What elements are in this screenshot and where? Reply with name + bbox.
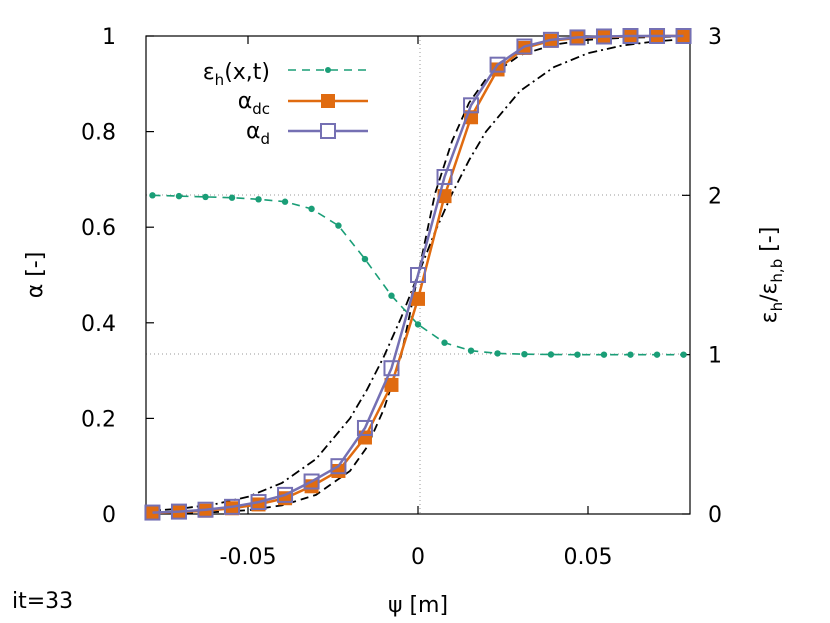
legend-alpha-d-base: α [246,119,261,144]
legend-alpha-d-sub: d [260,130,270,148]
y2-title-tail: [-] [757,227,782,259]
legend-label-alpha-d: αd [246,119,270,148]
x-tick-label: 0 [411,545,425,570]
x-axis-title: ψ [m] [388,593,448,618]
data-point-eps-h [547,351,555,358]
data-point-alpha-d [622,28,639,44]
legend-alpha-dc-base: α [238,89,253,114]
data-point-alpha-d [170,503,187,520]
data-point-eps-h [361,255,369,263]
data-point-eps-h [680,351,687,358]
data-point-eps-h [388,292,395,299]
grid [146,36,690,514]
data-point-eps-h [255,196,262,203]
data-point-alpha-dc [145,506,160,521]
y-tick-label: 0.4 [81,312,116,337]
y-tick-label: 0.8 [81,121,116,146]
data-point-alpha-dc [676,29,691,43]
y2-tick-label: 3 [708,25,722,50]
data-point-alpha-d [250,494,267,511]
data-point-eps-h [228,194,236,201]
legend-eps-sub: h [215,71,225,89]
legend-eps-tail: (x,t) [224,60,270,85]
data-point-alpha-d [675,28,692,44]
data-point-eps-h [574,351,581,358]
legend-swatch-eps-dot [325,67,331,73]
y2-tick-label: 1 [708,344,722,369]
data-point-eps-h [308,205,315,213]
series-line-eps-h [152,194,684,356]
y2-title-mid: /ε [757,283,782,302]
axis-tick-labels: -0.05 0 0.05 0 0.2 0.4 0.6 0.8 1 0 1 2 3 [81,25,722,570]
y-tick-label: 1 [102,25,116,50]
data-point-alpha-dc [411,291,425,306]
data-point-alpha-d [595,28,612,45]
data-point-alpha-d [516,38,533,55]
legend-label-eps: εh(x,t) [203,60,270,89]
data-point-alpha-dc [490,62,505,77]
data-point-eps-h [175,192,183,200]
data-point-eps-h [494,350,501,357]
data-point-eps-h [521,350,528,358]
legend-swatch-alpha-dc-marker [321,94,335,108]
series-line-alpha-d [152,34,684,514]
data-point-alpha-dc [225,501,240,516]
data-point-alpha-d [542,31,559,48]
y2-title-base: ε [757,311,782,323]
data-point-alpha-dc [384,377,399,392]
x-tick-label: 0.05 [564,545,613,570]
legend: εh(x,t) αdc αd [203,60,368,148]
data-point-alpha-d [410,267,426,283]
data-point-eps-h [441,339,448,346]
series-eps-h [149,192,687,358]
data-point-alpha-d [356,419,373,436]
data-point-eps-h [202,193,209,201]
legend-eps-base: ε [203,60,215,85]
data-point-alpha-dc [357,430,372,445]
y2-title-sub1: h [768,302,786,312]
y-tick-label: 0.6 [81,216,116,241]
y2-title-sub2: h,b [768,259,786,283]
data-point-alpha-d [569,29,586,46]
data-point-eps-h [653,351,661,358]
data-point-eps-h [414,321,422,328]
data-point-alpha-d [330,458,347,475]
data-point-alpha-d [224,498,241,515]
iteration-annotation: it=33 [12,589,73,614]
data-point-alpha-d [649,28,666,44]
y2-tick-label: 0 [708,503,722,528]
data-point-alpha-d [489,56,506,73]
series-layer [144,28,692,521]
series-alpha-d [144,28,692,521]
data-point-alpha-d [303,473,320,490]
y-tick-label: 0 [102,503,116,528]
data-point-eps-h [335,222,342,229]
y2-tick-label: 2 [708,184,722,209]
data-point-eps-h [600,351,608,358]
data-point-alpha-d [436,169,453,186]
data-point-alpha-d [144,504,161,521]
data-point-alpha-d [463,97,480,114]
legend-swatch-alpha-d-marker [320,123,336,139]
legend-alpha-dc-sub: dc [252,100,270,118]
data-point-alpha-d [383,360,400,377]
legend-label-alpha-dc: αdc [238,89,270,118]
data-point-eps-h [149,192,156,199]
data-point-alpha-d [197,501,214,518]
data-point-eps-h [467,347,475,354]
y2-axis-title: εh/εh,b [-] [757,227,786,324]
y-axis-title: α [-] [23,252,48,299]
data-point-alpha-d [277,486,294,503]
y-tick-label: 0.2 [81,407,116,432]
x-tick-label: -0.05 [220,545,277,570]
data-point-eps-h [627,351,634,358]
data-point-eps-h [281,198,289,205]
